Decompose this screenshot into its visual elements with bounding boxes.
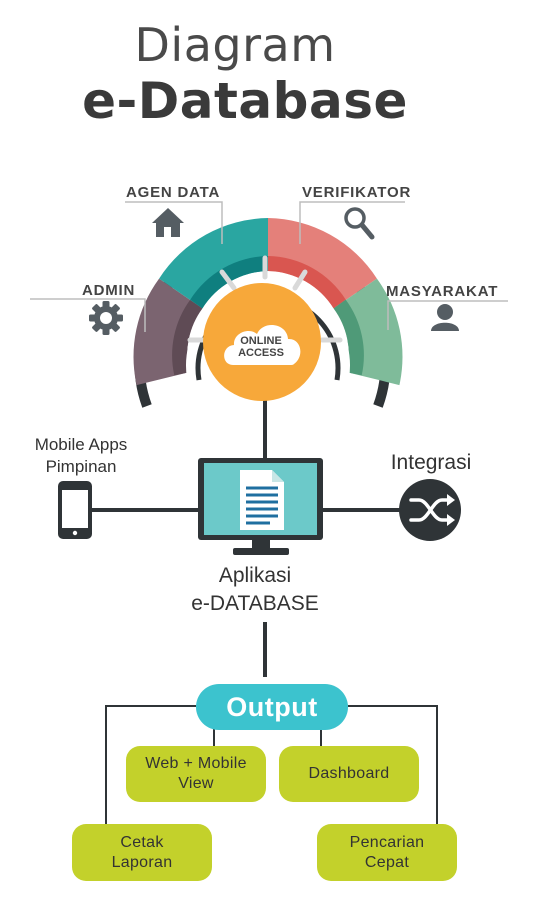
aplikasi-label-line-1: Aplikasi	[218, 564, 292, 587]
output-pill: Output	[196, 684, 348, 730]
cloud-icon	[224, 325, 301, 365]
gear-icon	[89, 301, 123, 335]
output-dashboard: Dashboard	[279, 746, 419, 802]
leader-lines	[30, 201, 508, 332]
output-dashboard-label: Dashboard	[308, 765, 390, 782]
title-line-2: e-Database	[82, 72, 408, 130]
aplikasi-label-line-2: e-DATABASE	[191, 592, 319, 615]
gauge-segment-agen-data	[159, 218, 268, 309]
cloud-text-line-1: ONLINE	[240, 335, 282, 347]
gauge-segment-admin-inner	[172, 299, 203, 376]
output-tree	[105, 705, 438, 826]
shuffle-icon	[399, 479, 461, 541]
connectors	[92, 398, 400, 677]
role-label-admin: ADMIN	[82, 282, 136, 299]
role-label-verifikator: VERIFIKATOR	[302, 184, 412, 201]
home-icon	[152, 208, 184, 237]
output-cetak-line-2: Laporan	[111, 853, 173, 871]
document-icon	[240, 470, 284, 530]
gauge-segment-verifikator-inner	[268, 256, 346, 309]
output-web-line-2: View	[178, 775, 214, 792]
output-web-line-1: Web + Mobile	[145, 755, 247, 772]
output-pencarian-line-1: Pencarian	[349, 833, 425, 851]
title-line-1: Diagram	[134, 18, 336, 72]
output-pencarian-line-2: Cepat	[364, 853, 410, 871]
output-cetak-line-1: Cetak	[120, 833, 164, 851]
gauge-segment-verifikator	[268, 218, 377, 309]
search-icon	[344, 207, 375, 240]
mobile-phone-icon	[58, 481, 92, 539]
user-icon	[431, 304, 459, 331]
role-label-agen-data: AGEN DATA	[126, 184, 221, 201]
role-label-masyarakat: MASYARAKAT	[386, 283, 499, 300]
gauge-segment-masyarakat-inner	[333, 299, 364, 376]
gauge-segment-agen-data-inner	[190, 256, 268, 309]
access-gauge	[133, 218, 403, 408]
mobile-apps-label-line-2: Pimpinan	[45, 457, 117, 476]
integrasi-label: Integrasi	[390, 451, 472, 474]
cloud-text-line-2: ACCESS	[238, 347, 284, 359]
mobile-apps-label-line-1: Mobile Apps	[34, 435, 128, 454]
